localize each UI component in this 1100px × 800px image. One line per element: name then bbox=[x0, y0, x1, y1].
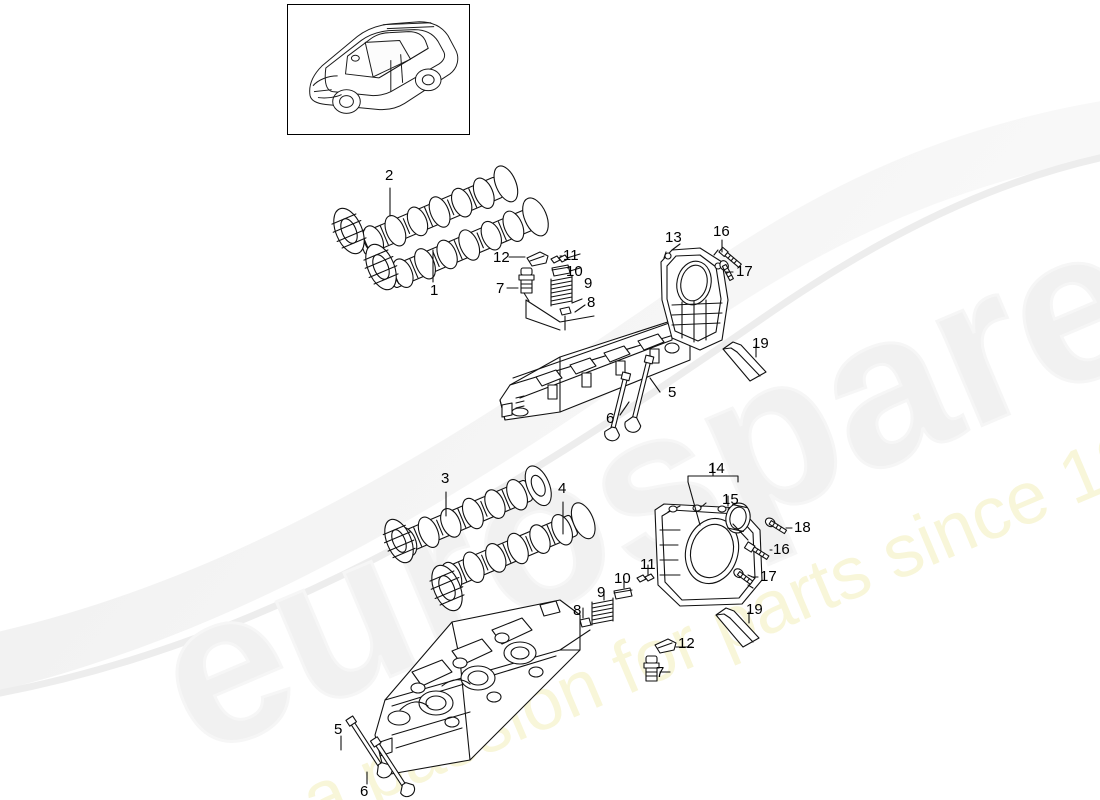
cylinder-head-lower-graphic[interactable] bbox=[374, 599, 581, 776]
callout-number-9[interactable]: 9 bbox=[584, 275, 593, 292]
bolts-lower-graphic[interactable] bbox=[732, 516, 793, 586]
camshaft-4-graphic[interactable] bbox=[424, 499, 600, 616]
callout-number-16-lower[interactable]: 16 bbox=[773, 541, 790, 558]
timing-cover-14-graphic[interactable] bbox=[654, 462, 763, 607]
valve-train-upper-graphic[interactable] bbox=[506, 251, 595, 331]
callout-number-14[interactable]: 14 bbox=[708, 460, 725, 477]
vehicle-thumbnail-frame[interactable] bbox=[287, 4, 470, 135]
leader-9 bbox=[571, 298, 583, 304]
callout-number-3[interactable]: 3 bbox=[441, 470, 450, 487]
callout-number-1[interactable]: 1 bbox=[430, 282, 439, 299]
callout-number-12-lower[interactable]: 12 bbox=[678, 635, 695, 652]
callout-number-10-lower[interactable]: 10 bbox=[614, 570, 631, 587]
camshaft-1-graphic[interactable] bbox=[358, 194, 554, 296]
camshaft-2-graphic[interactable] bbox=[326, 162, 523, 262]
valves-upper-graphic[interactable] bbox=[603, 354, 661, 442]
callout-number-19[interactable]: 19 bbox=[752, 335, 769, 352]
callout-number-15[interactable]: 15 bbox=[722, 491, 739, 508]
callout-number-12[interactable]: 12 bbox=[493, 249, 510, 266]
camshaft-3-graphic[interactable] bbox=[377, 462, 556, 568]
callout-number-11[interactable]: 11 bbox=[563, 247, 579, 264]
callout-number-4[interactable]: 4 bbox=[558, 480, 567, 497]
callout-number-10[interactable]: 10 bbox=[566, 263, 583, 280]
callout-number-17-lower[interactable]: 17 bbox=[760, 568, 777, 585]
leader-10 bbox=[569, 267, 581, 272]
sealant-19-upper-graphic[interactable] bbox=[722, 341, 767, 382]
callout-number-11-lower[interactable]: 11 bbox=[640, 556, 656, 573]
timing-cover-13-graphic[interactable] bbox=[660, 243, 729, 351]
callout-number-19-lower[interactable]: 19 bbox=[746, 601, 763, 618]
callout-number-6[interactable]: 6 bbox=[606, 410, 615, 427]
callout-number-6-lower[interactable]: 6 bbox=[360, 783, 369, 800]
leader-5-upper bbox=[649, 377, 661, 393]
callout-number-5[interactable]: 5 bbox=[668, 384, 677, 401]
bolts-upper-graphic[interactable] bbox=[718, 239, 742, 282]
callout-number-7-lower[interactable]: 7 bbox=[656, 664, 665, 681]
suv-line-drawing-icon bbox=[309, 21, 459, 114]
callout-number-9-lower[interactable]: 9 bbox=[597, 584, 606, 601]
leader-11 bbox=[566, 253, 581, 259]
valves-lower-graphic[interactable] bbox=[340, 713, 417, 799]
callout-number-8[interactable]: 8 bbox=[587, 294, 596, 311]
callout-number-2[interactable]: 2 bbox=[385, 167, 394, 184]
valve-train-lower-graphic[interactable] bbox=[559, 564, 693, 682]
cylinder-head-upper-graphic[interactable] bbox=[499, 317, 691, 421]
callout-number-16[interactable]: 16 bbox=[713, 223, 730, 240]
callout-number-13[interactable]: 13 bbox=[665, 229, 682, 246]
callout-number-18[interactable]: 18 bbox=[794, 519, 811, 536]
callout-number-17[interactable]: 17 bbox=[736, 263, 753, 280]
leader-8 bbox=[574, 304, 586, 313]
leader-6-upper bbox=[619, 401, 630, 416]
callout-number-8-lower[interactable]: 8 bbox=[573, 602, 582, 619]
sealant-19-lower-graphic[interactable] bbox=[715, 607, 760, 648]
callout-number-5-lower[interactable]: 5 bbox=[334, 721, 343, 738]
callout-number-7[interactable]: 7 bbox=[496, 280, 505, 297]
